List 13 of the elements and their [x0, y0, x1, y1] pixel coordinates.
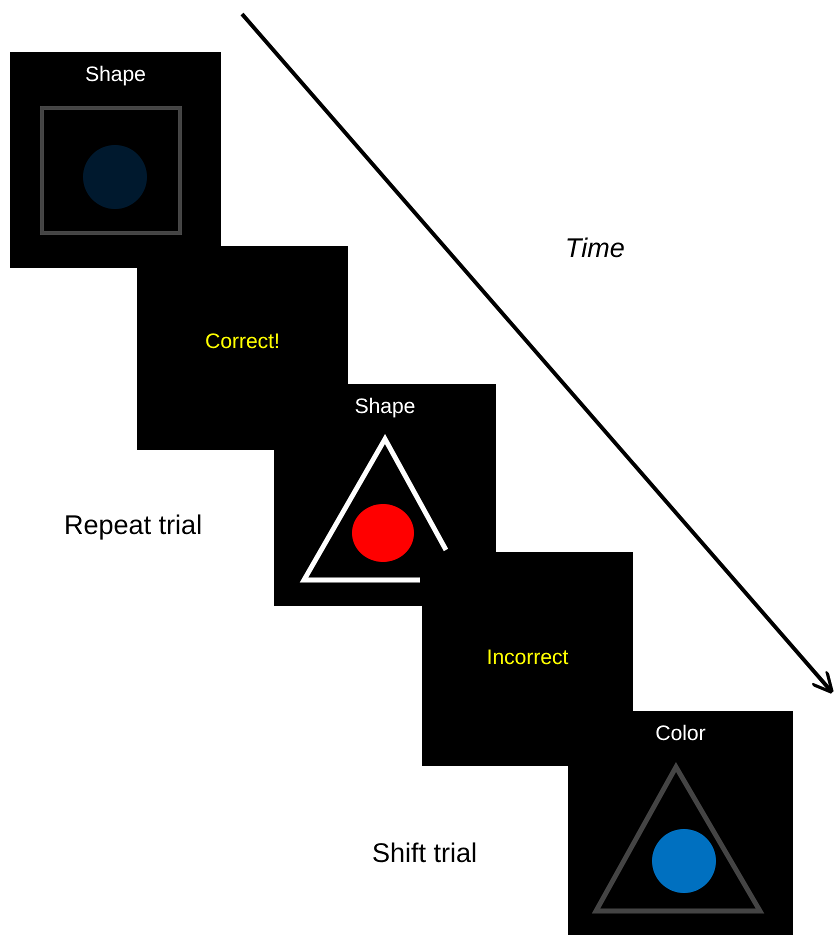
time-label: Time	[565, 233, 625, 264]
stimulus-screen	[137, 246, 348, 384]
stimulus-screen	[568, 711, 793, 935]
cue-text: Shape	[84, 63, 147, 87]
stimulus-screen	[274, 384, 496, 606]
stimulus-screen	[422, 552, 633, 766]
feedback-text: Incorrect	[486, 646, 570, 670]
cue-text: Color	[654, 722, 707, 746]
trial-label: Repeat trial	[64, 510, 202, 541]
trial-label: Shift trial	[372, 838, 478, 869]
stimulus-screen	[10, 52, 221, 268]
cue-text: Shape	[354, 395, 416, 419]
feedback-text: Correct!	[204, 330, 281, 354]
